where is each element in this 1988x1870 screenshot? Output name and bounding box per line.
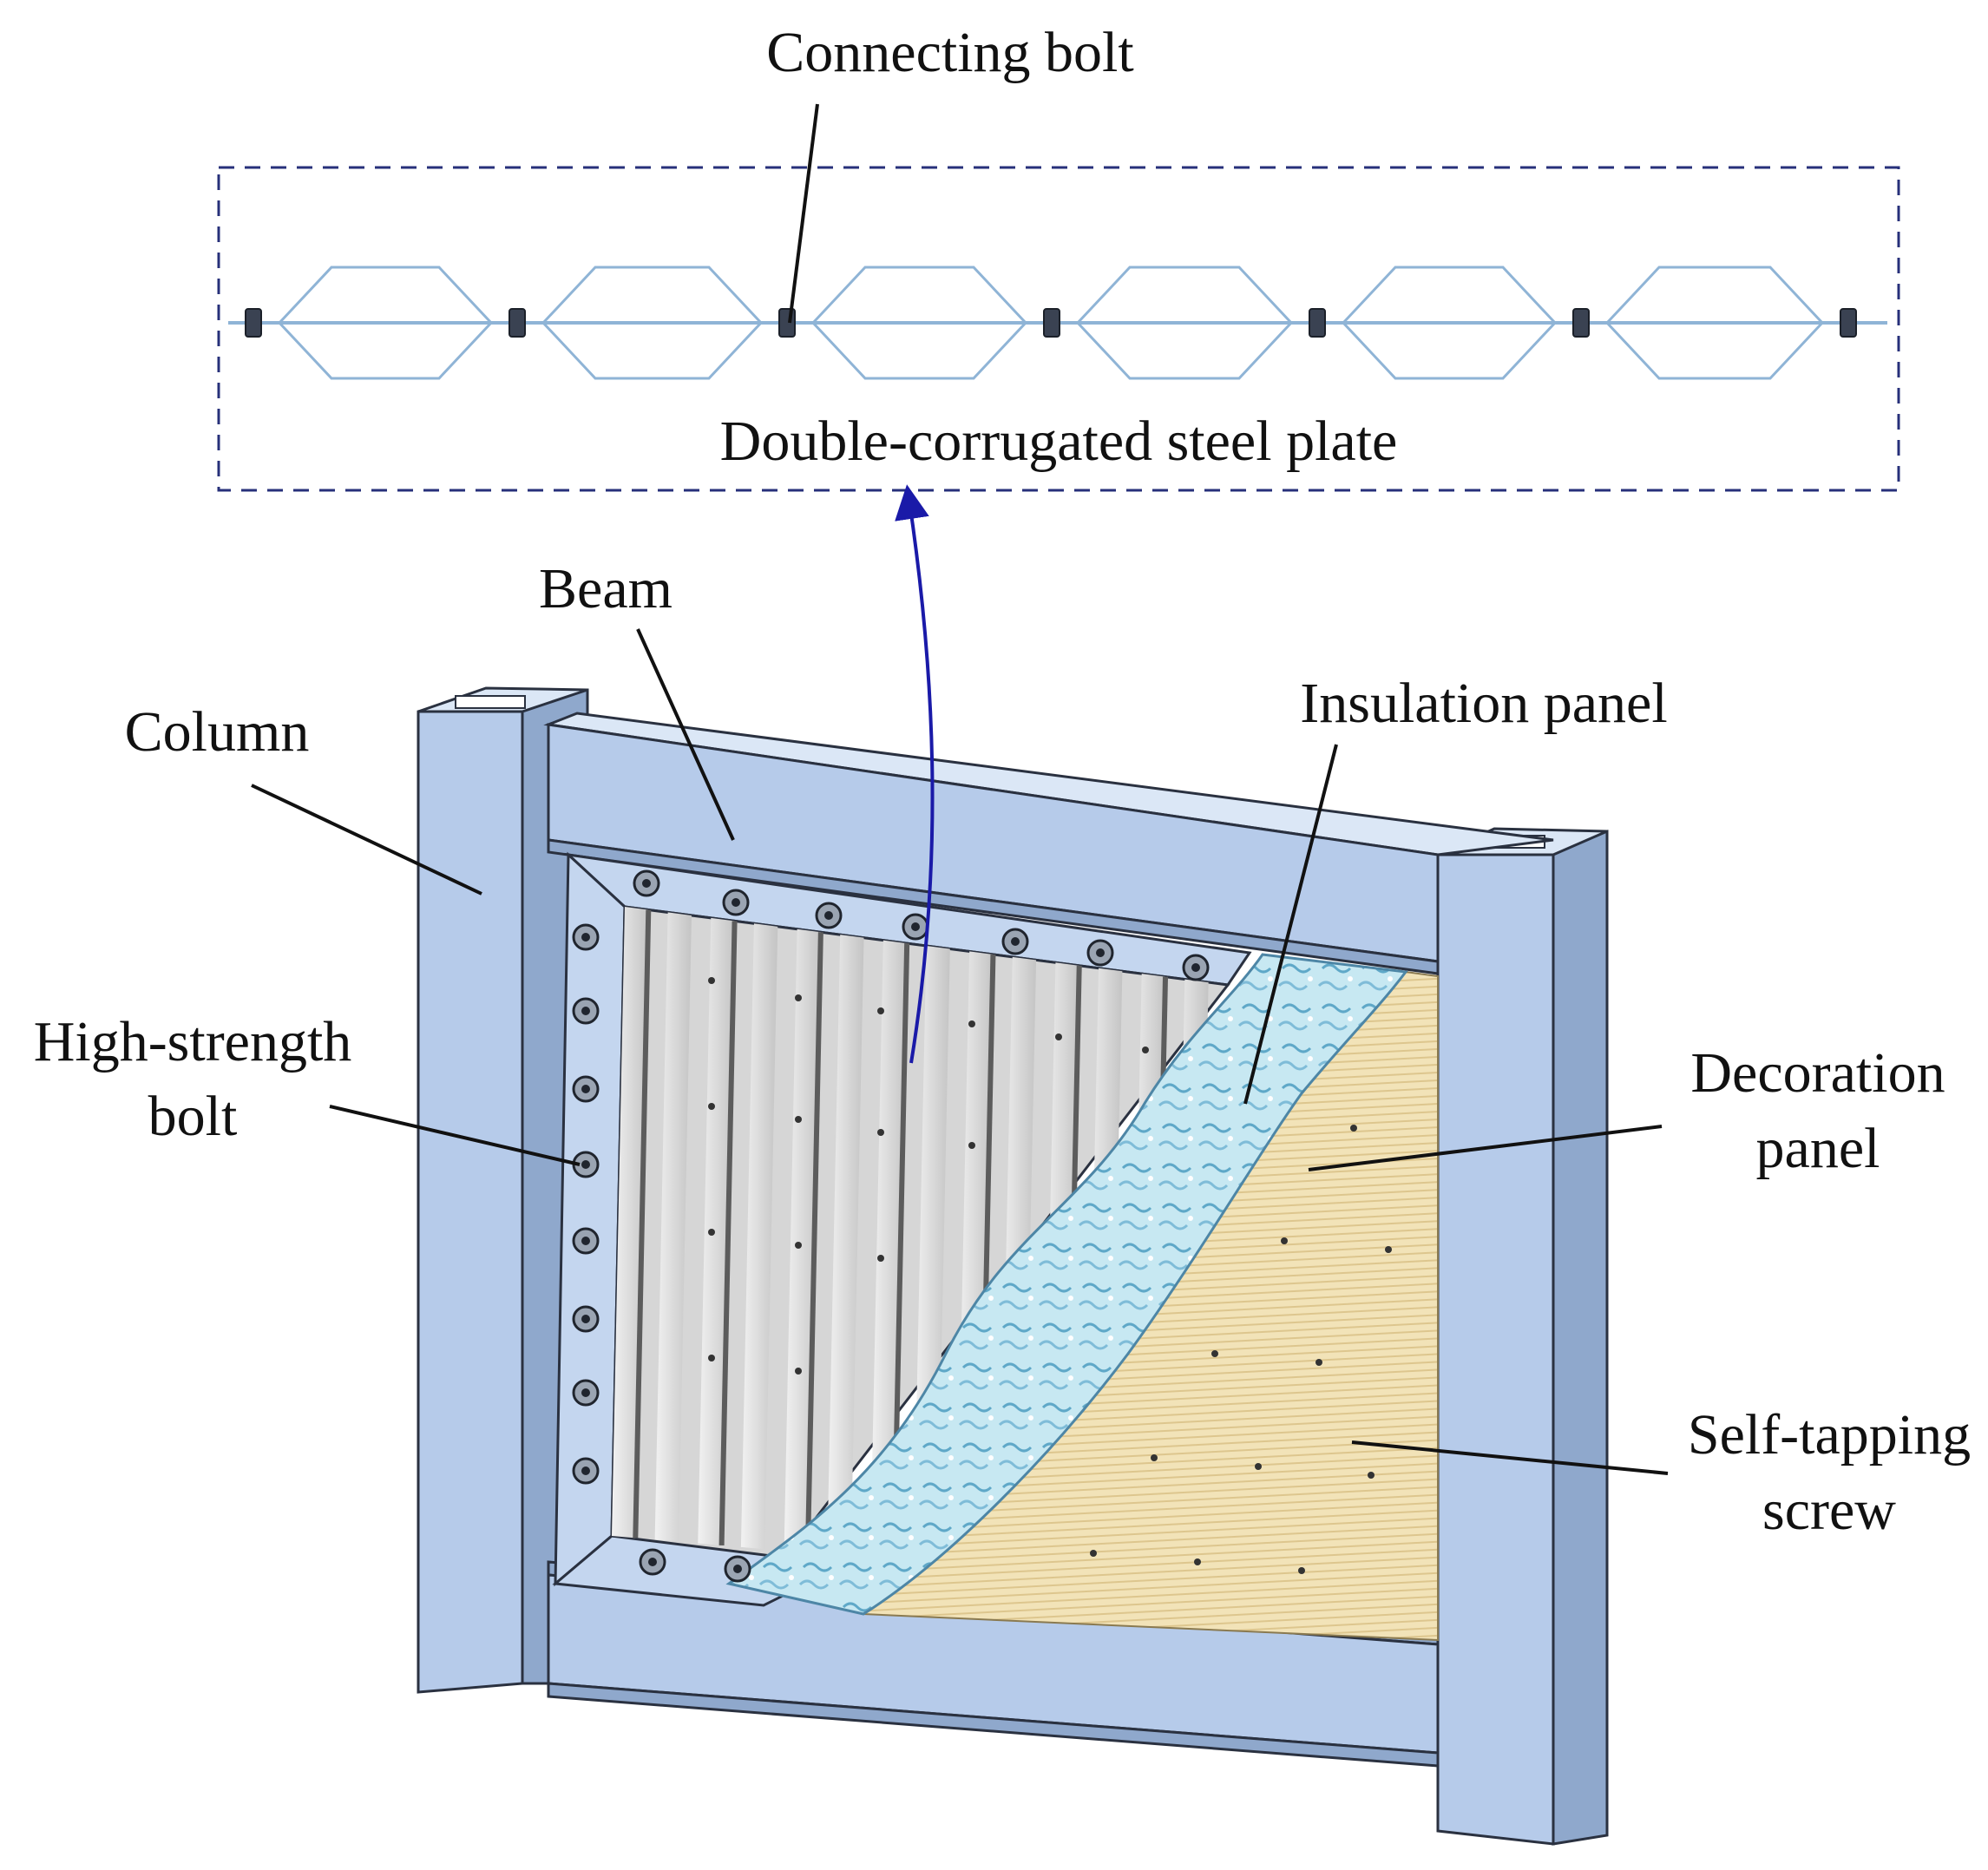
bottom-beam-bottom-flange bbox=[547, 1682, 1440, 1768]
double-corrugated-profile bbox=[277, 266, 1825, 380]
top-beam-bottom-flange bbox=[547, 838, 1440, 975]
self-tapping-screws bbox=[708, 977, 1392, 1574]
self-tapping-screw-icon bbox=[1368, 1472, 1375, 1479]
connecting-bolt-icon bbox=[1043, 308, 1060, 338]
high-strength-bolt-leader bbox=[329, 1105, 581, 1166]
corrugation-fold bbox=[633, 909, 652, 1539]
corrugation-cell bbox=[277, 266, 494, 380]
bolt-center bbox=[911, 922, 920, 931]
self-tapping-screw-icon bbox=[795, 1116, 802, 1123]
connecting-bolt-icon bbox=[1309, 308, 1326, 338]
self-tapping-screw-icon bbox=[708, 1229, 715, 1236]
self-tapping-screw-icon bbox=[795, 1242, 802, 1249]
insulation-panel-label: Insulation panel bbox=[1300, 672, 1667, 735]
self-tapping-screw-icon bbox=[1350, 1125, 1357, 1132]
self-tapping-screw-icon bbox=[1298, 1567, 1305, 1574]
corrugation-cell bbox=[1341, 266, 1558, 380]
column-label: Column bbox=[125, 700, 310, 764]
self-tapping-screw-icon bbox=[1315, 1359, 1322, 1366]
self-tapping-screw-icon bbox=[1211, 1350, 1218, 1357]
double-corrugated-steel-plate-label: Double-corrugated steel plate bbox=[720, 410, 1398, 473]
self-tapping-screw-icon bbox=[1151, 1454, 1158, 1461]
connecting-bolt-icon bbox=[508, 308, 526, 338]
connecting-bolts bbox=[245, 308, 1857, 338]
corrugation-strip bbox=[784, 928, 821, 1553]
corrugation-strip bbox=[612, 907, 649, 1539]
insulation-panel bbox=[725, 953, 1408, 1616]
bolt-center bbox=[581, 1237, 590, 1245]
high-strength-bolt-label-line2: bolt bbox=[148, 1085, 238, 1148]
corrugation-strip bbox=[740, 923, 778, 1550]
self-tapping-screw-icon bbox=[1385, 1246, 1392, 1253]
self-tapping-screw-icon bbox=[708, 977, 715, 984]
connecting-bolt-label: Connecting bolt bbox=[766, 21, 1133, 84]
corrugation-cell bbox=[1604, 266, 1825, 380]
high-strength-bolts bbox=[572, 869, 1210, 1583]
decoration-panel-label-line1: Decoration bbox=[1690, 1041, 1945, 1105]
high-strength-bolt-label-line1: High-strength bbox=[34, 1010, 352, 1073]
self-tapping-screw-icon bbox=[1090, 1550, 1097, 1557]
self-tapping-screw-icon bbox=[1281, 1237, 1288, 1244]
right-column-front bbox=[1436, 838, 1555, 1846]
bolt-center bbox=[581, 1160, 590, 1169]
beam-label: Beam bbox=[539, 557, 673, 620]
bolt-center bbox=[581, 1388, 590, 1397]
decoration-panel-label-line2: panel bbox=[1756, 1117, 1880, 1180]
self-tapping-screw-icon bbox=[877, 1007, 884, 1014]
curved-arrow-icon bbox=[895, 484, 935, 1064]
bolt-center bbox=[732, 898, 740, 907]
connecting-bolt-icon bbox=[1840, 308, 1857, 338]
left-column-front bbox=[417, 688, 524, 1694]
self-tapping-screw-icon bbox=[1194, 1558, 1201, 1565]
bolt-center bbox=[648, 1558, 657, 1566]
decoration-panel-leader bbox=[1308, 1125, 1663, 1171]
self-tapping-screw-icon bbox=[968, 1142, 975, 1149]
self-tapping-screw-icon bbox=[1142, 1047, 1149, 1053]
corrugation-cell bbox=[1075, 266, 1294, 380]
self-tapping-screw-icon bbox=[877, 1255, 884, 1262]
left-column-top-slot bbox=[455, 695, 526, 709]
bolt-center bbox=[1011, 937, 1020, 946]
self-tapping-screw-icon bbox=[795, 994, 802, 1001]
self-tapping-screw-icon bbox=[1055, 1033, 1062, 1040]
bolt-center bbox=[581, 1315, 590, 1323]
connecting-bolt-leader bbox=[788, 103, 819, 324]
bolt-center bbox=[581, 1085, 590, 1093]
self-tapping-screw-icon bbox=[1255, 1463, 1262, 1470]
self-tapping-screw-icon bbox=[795, 1368, 802, 1375]
bolt-center bbox=[581, 933, 590, 942]
self-tapping-screw-icon bbox=[877, 1129, 884, 1136]
corrugation-fold bbox=[718, 921, 738, 1545]
insulation-panel-leader bbox=[1243, 744, 1338, 1105]
corrugation-strip bbox=[827, 935, 864, 1557]
self-tapping-screw-icon bbox=[708, 1103, 715, 1110]
connecting-bolt-icon bbox=[245, 308, 262, 338]
right-column-side bbox=[1552, 830, 1609, 1846]
corrugation-cell bbox=[541, 266, 764, 380]
bolt-center bbox=[642, 879, 651, 888]
beam-leader bbox=[636, 628, 735, 841]
self-tapping-screw-leader bbox=[1351, 1440, 1669, 1475]
bolt-center bbox=[1096, 948, 1105, 957]
corrugation-fold bbox=[804, 932, 823, 1553]
column-leader bbox=[251, 784, 482, 896]
corrugation-strip bbox=[654, 912, 692, 1542]
bolt-center bbox=[1191, 963, 1200, 972]
corrugation-strip bbox=[869, 940, 908, 1561]
bolt-center bbox=[581, 1007, 590, 1015]
self-tapping-screw-label-line1: Self-tapping bbox=[1688, 1403, 1971, 1466]
bolt-center bbox=[581, 1466, 590, 1475]
self-tapping-screw-icon bbox=[968, 1020, 975, 1027]
connecting-bolt-icon bbox=[1572, 308, 1590, 338]
corrugation-cell bbox=[810, 266, 1028, 380]
self-tapping-screw-icon bbox=[708, 1355, 715, 1361]
bolt-center bbox=[733, 1565, 742, 1573]
self-tapping-screw-label-line2: screw bbox=[1762, 1479, 1896, 1542]
bolt-center bbox=[824, 911, 833, 920]
corrugation-strip bbox=[698, 917, 735, 1545]
detail-box bbox=[217, 166, 1900, 492]
